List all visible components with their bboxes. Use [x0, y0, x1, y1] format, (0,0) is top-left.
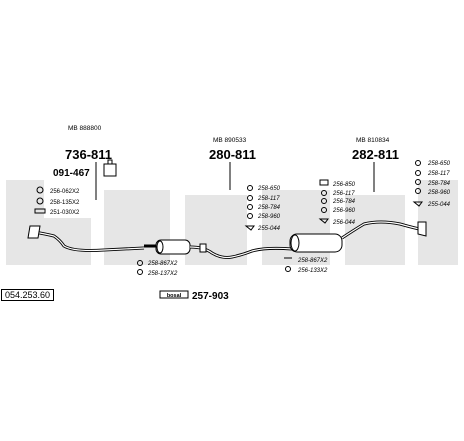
bolt-icon	[34, 208, 46, 214]
bosal-watermark	[6, 180, 458, 265]
part-label: 256-062X2	[50, 189, 80, 195]
part-label: 256-117	[332, 191, 355, 197]
mount-icon	[415, 188, 421, 194]
part-label: 255-044	[257, 226, 281, 232]
part-label: 258-784	[257, 205, 281, 211]
part-label: 256-784	[332, 199, 356, 205]
part-label: 258-867X2	[147, 261, 178, 267]
part-label: 258-650	[257, 186, 281, 192]
mount-icon	[247, 213, 253, 219]
fitting-kit: bosal 257-903	[159, 290, 229, 302]
bracket-icon	[244, 225, 255, 231]
bracket-icon	[318, 218, 329, 224]
gasket-icon	[319, 179, 329, 186]
group-3-header: MB 810834 282-811	[352, 137, 399, 192]
part-label: 258-960	[257, 214, 281, 220]
lower-fittings-right: 258-867X2 256-133X2	[284, 257, 328, 274]
clamp-icon	[285, 266, 291, 272]
clamp-icon	[137, 269, 143, 275]
rear-silencer	[289, 233, 343, 253]
clamp-icon	[247, 195, 253, 201]
part-label: 258-117	[257, 196, 280, 202]
part-label: 251-030X2	[50, 210, 80, 216]
catalog-number: 054.253.60	[1, 289, 54, 301]
main-part-number: 282-811	[352, 147, 399, 162]
flange-icon	[27, 225, 41, 239]
part-label: 255-044	[427, 202, 451, 208]
main-part-number: 736-811	[65, 147, 112, 162]
kit-logo	[159, 290, 189, 299]
sub-part-number: 091-467	[53, 168, 90, 179]
part-label: 258-137X2	[147, 271, 178, 277]
gasket-icon	[247, 185, 253, 191]
gasket-icon	[415, 160, 421, 166]
group-2-header: MB 890533 280-811	[209, 137, 256, 190]
exhaust-system	[27, 220, 427, 259]
part-label: 256-850	[332, 182, 356, 188]
part-label: 256-133X2	[297, 268, 328, 274]
silencer-end	[156, 240, 164, 254]
kit-number: 257-903	[192, 291, 229, 302]
vehicle-ref: MB 810834	[356, 137, 390, 144]
clamp-icon	[321, 198, 327, 204]
group-2-fittings: 258-650 258-117 258-784 258-960 255-044	[244, 185, 281, 232]
part-label: 258-960	[427, 190, 451, 196]
hanger-icon	[103, 159, 117, 177]
gasket-icon	[36, 186, 44, 194]
part-label: 256-960	[332, 208, 356, 214]
group-4-fittings: 258-650 258-117 258-784 258-960 255-044	[412, 160, 451, 208]
centre-pipe-b-inner	[189, 246, 293, 259]
part-label: 258-117	[427, 171, 450, 177]
clamp-icon	[415, 179, 421, 185]
vehicle-ref: MB 888800	[68, 125, 102, 132]
mount-icon	[321, 207, 327, 213]
kit-logo-text: bosal	[167, 293, 182, 299]
group-3-fittings: 256-850 256-117 256-784 256-960 256-044	[318, 179, 356, 226]
clamp-icon	[137, 260, 143, 266]
part-label: 258-867X2	[297, 258, 328, 264]
part-label: 258-650	[427, 161, 451, 167]
silencer-end	[290, 234, 300, 252]
clamp-icon	[415, 170, 421, 176]
bracket-icon	[412, 201, 423, 207]
clamp-icon	[321, 190, 327, 196]
clamp-mark	[199, 243, 207, 253]
rear-pipe-inner	[341, 221, 425, 239]
front-pipe-inner	[33, 231, 145, 252]
part-label: 258-784	[427, 181, 451, 187]
part-label: 256-044	[332, 220, 356, 226]
group-1-header: MB 888800 736-811 091-467	[53, 125, 117, 200]
lower-fittings-left: 258-867X2 258-137X2	[137, 260, 178, 277]
vehicle-ref: MB 890533	[213, 137, 247, 144]
clamp-icon	[247, 204, 253, 210]
part-label: 258-135X2	[50, 200, 80, 206]
tail-pipe-icon	[417, 221, 427, 237]
group-1-fittings: 256-062X2 258-135X2 251-030X2	[34, 186, 80, 216]
clamp-icon	[36, 197, 44, 205]
main-part-number: 280-811	[209, 147, 256, 162]
